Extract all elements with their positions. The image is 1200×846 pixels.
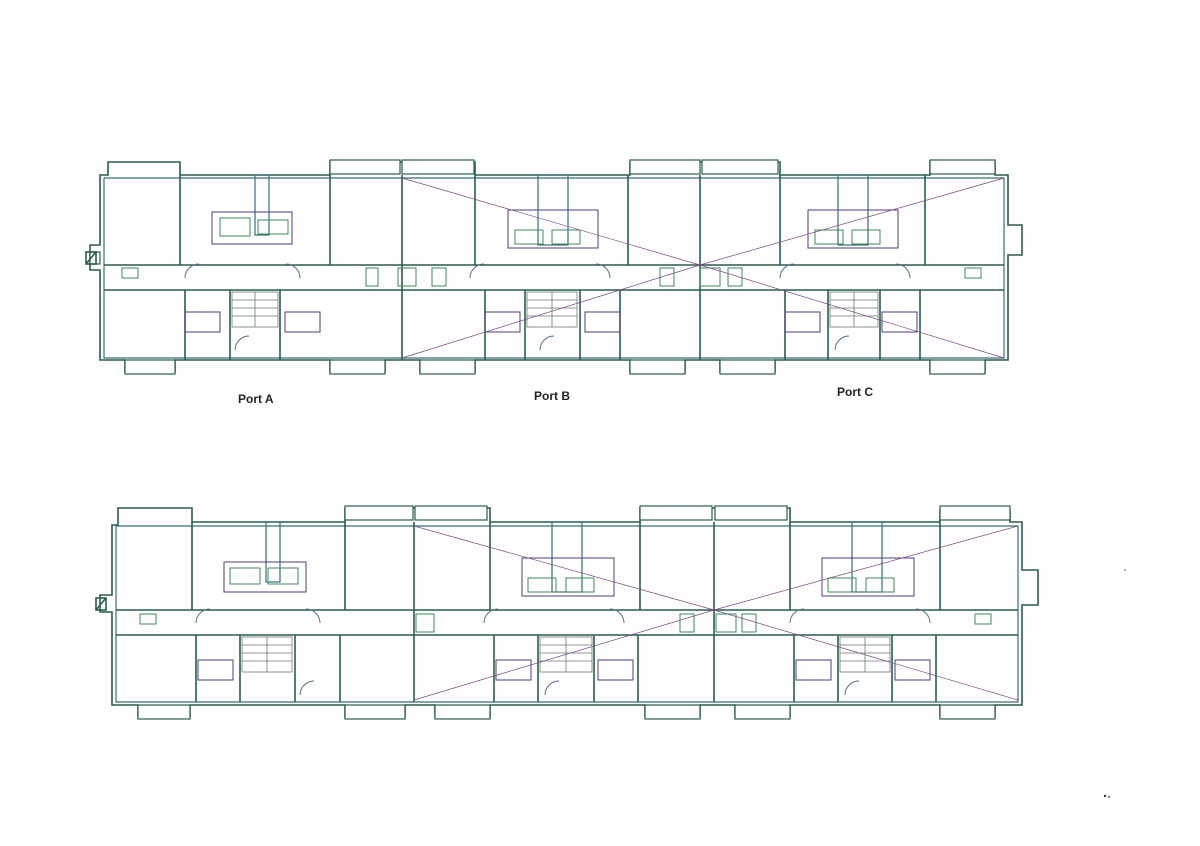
port-a-label: Port A (238, 392, 274, 406)
port-c-label: Port C (837, 385, 873, 399)
upper-floor-plan (85, 159, 1023, 375)
lower-floor-plan (95, 505, 1039, 720)
port-b-label: Port B (534, 389, 570, 403)
